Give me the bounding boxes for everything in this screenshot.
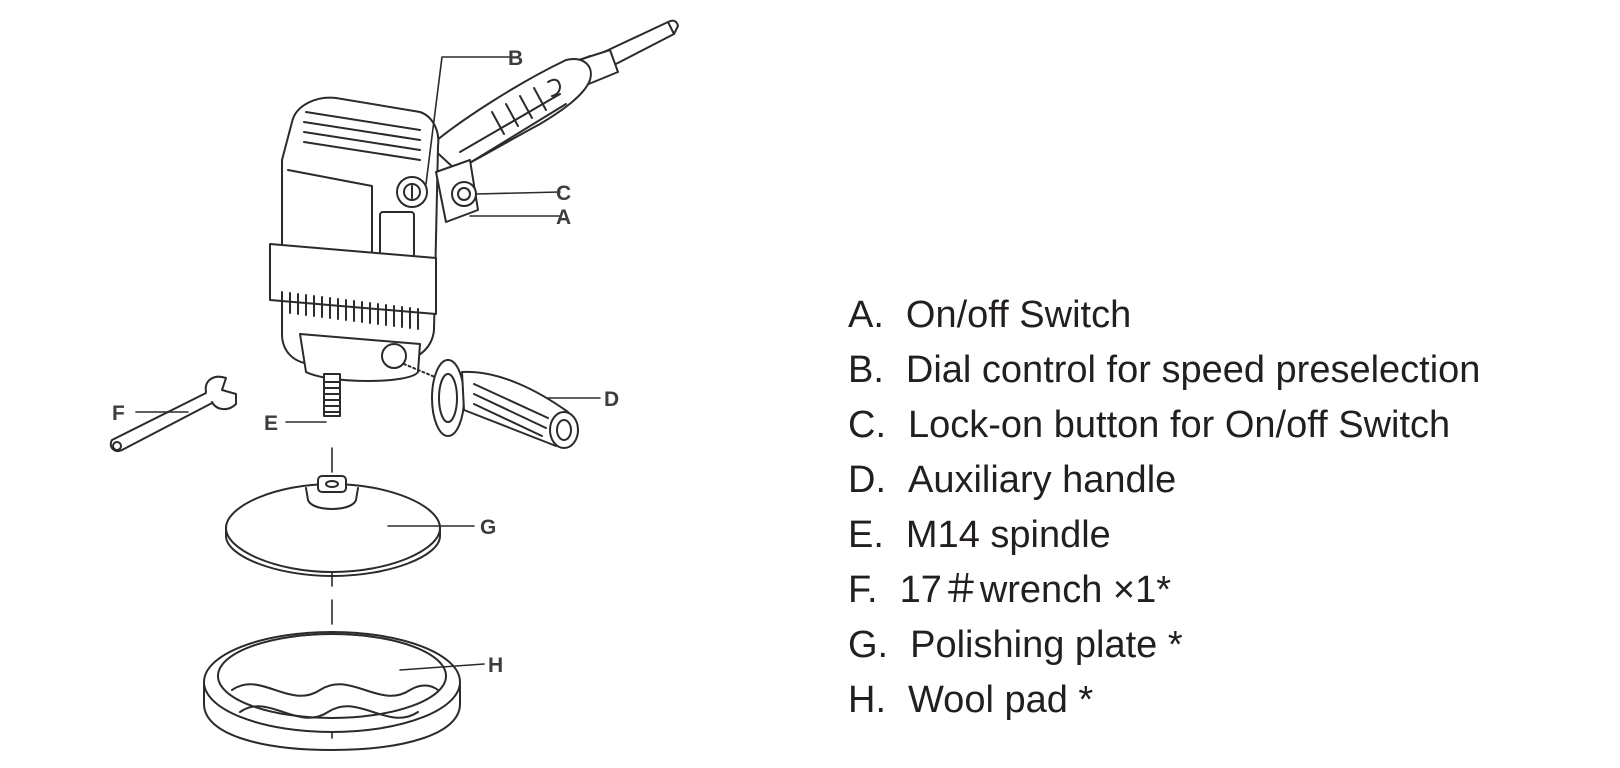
callout-g: G	[480, 516, 496, 539]
legend-item-c: C. Lock-on button for On/off Switch	[848, 398, 1480, 453]
polishing-plate	[225, 475, 441, 577]
legend-text: Wool pad *	[908, 679, 1094, 721]
wrench	[109, 375, 237, 452]
legend-text: 17＃wrench ×1*	[899, 569, 1171, 611]
legend-letter: B.	[848, 349, 884, 391]
legend-item-b: B. Dial control for speed preselection	[848, 343, 1480, 398]
legend-item-f: F. 17＃wrench ×1*	[848, 563, 1480, 618]
legend-text: Auxiliary handle	[908, 459, 1177, 501]
legend-letter: D.	[848, 459, 886, 501]
speed-dial	[396, 176, 428, 208]
legend-letter: H.	[848, 679, 886, 721]
legend-letter: E.	[848, 514, 884, 556]
callout-b: B	[508, 47, 523, 70]
m14-spindle	[323, 373, 341, 417]
legend-item-a: A. On/off Switch	[848, 288, 1480, 343]
callout-f: F	[112, 402, 125, 425]
motor-housing	[269, 96, 440, 382]
legend-text: M14 spindle	[905, 514, 1111, 556]
callout-d: D	[604, 388, 619, 411]
leader-lines	[135, 56, 601, 671]
switch-assembly	[435, 159, 479, 223]
legend-item-e: E. M14 spindle	[848, 508, 1480, 563]
callout-c: C	[556, 182, 571, 205]
legend-text: On/off Switch	[905, 294, 1132, 336]
auxiliary-handle	[403, 359, 579, 449]
legend-item-h: H. Wool pad *	[848, 673, 1480, 728]
legend-letter: F.	[848, 569, 878, 611]
rear-handle	[429, 58, 592, 171]
handle-boss	[381, 343, 407, 369]
polisher-exploded-diagram: B C A D E F G H	[109, 19, 679, 751]
legend-item-d: D. Auxiliary handle	[848, 453, 1480, 508]
legend-text: Polishing plate *	[910, 624, 1183, 666]
callout-e: E	[264, 412, 278, 435]
callout-h: H	[488, 654, 503, 677]
legend-text: Lock-on button for On/off Switch	[908, 404, 1451, 446]
legend-letter: G.	[848, 624, 889, 666]
callout-a: A	[556, 206, 571, 229]
parts-legend: A. On/off Switch B. Dial control for speed…	[848, 288, 1480, 728]
legend-letter: C.	[848, 404, 886, 446]
legend-item-g: G. Polishing plate *	[848, 618, 1480, 673]
legend-text: Dial control for speed preselection	[905, 349, 1481, 391]
legend-letter: A.	[848, 294, 884, 336]
wool-pad	[203, 631, 461, 751]
